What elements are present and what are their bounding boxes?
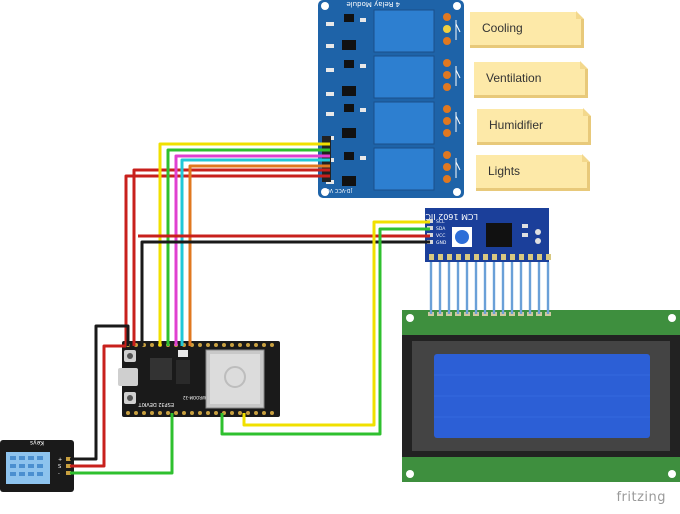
relay-vcc-label: JD-VCC VCC: [322, 187, 353, 193]
lcm-jumper: [535, 238, 541, 244]
esp32-bottom-pins: [126, 411, 274, 415]
relay-module: 4 Relay Module JD-VCC VCC: [318, 0, 464, 198]
esp32-logo-mark: [224, 366, 246, 388]
lcd-mount-hole: [406, 314, 414, 322]
esp32-boot-button-cap: [127, 395, 133, 401]
note-label: Lights: [488, 164, 521, 178]
lcd-char-grid: [434, 374, 650, 418]
sensor-title: Keys: [30, 439, 44, 446]
lcd-mount-hole: [668, 314, 676, 322]
relay-mount-hole: [321, 188, 329, 196]
relay-4: [373, 147, 435, 191]
lcd-mount-hole: [668, 470, 676, 478]
lcd-display: [402, 310, 680, 482]
note-humidifier: Humidifier: [477, 108, 591, 145]
relay-module-title: 4 Relay Module: [346, 0, 400, 8]
lcm-pin-label: GND: [436, 240, 447, 246]
esp32-button-cap: [127, 353, 133, 359]
sensor-pin-label: S: [58, 464, 61, 470]
note-fold: [582, 154, 590, 162]
sensor-pins: [66, 457, 71, 475]
note-fold: [580, 61, 588, 69]
wire-sensor-gnd: [70, 324, 130, 461]
esp32-board: ESP32 DEVKIT WROOM-32: [118, 341, 280, 417]
relay-mount-hole: [453, 188, 461, 196]
lcm-pin-label: SCL: [436, 219, 445, 225]
note-ventilation: Ventilation: [474, 61, 588, 98]
esp32-usb-chip: [150, 358, 172, 380]
lcm-chip: [486, 223, 512, 247]
lcm-smd: [522, 233, 528, 237]
lcm-pin-label: SDA: [436, 226, 446, 232]
lcd-header-pins: [429, 262, 550, 314]
relay-mount-hole: [321, 2, 329, 10]
wire-lcm-scl: [242, 220, 430, 427]
note-cooling: Cooling: [470, 11, 584, 48]
wire-sensor-vcc: [70, 344, 126, 468]
note-lights: Lights: [476, 154, 590, 191]
note-fold: [583, 108, 591, 116]
relay-terminals: [443, 13, 451, 183]
esp32-rf-shield: [210, 354, 260, 404]
wire-lcm-gnd: [140, 240, 430, 346]
lcm-smd: [522, 224, 528, 228]
esp32-regulator: [176, 360, 190, 384]
note-label: Humidifier: [489, 118, 544, 132]
wire-relay-in4: [180, 158, 330, 346]
sensor-module: Keys + S -: [0, 439, 74, 492]
sensor-pin-label: -: [58, 471, 60, 477]
wire-lcm-sda: [220, 227, 430, 436]
wire-relay-in2: [166, 148, 330, 346]
wire-sensor-data: [70, 413, 174, 475]
relay-1: [373, 9, 435, 53]
wires: [70, 142, 430, 475]
lcd-mount-hole: [406, 470, 414, 478]
wire-relay-in1: [158, 142, 330, 346]
relay-2: [373, 55, 435, 99]
sensor-grille-holes: [10, 456, 43, 476]
note-label: Ventilation: [486, 71, 542, 85]
esp32-chip-label: WROOM-32: [183, 395, 206, 400]
wire-relay-vcc: [124, 174, 330, 346]
esp32-label: ESP32 DEVKIT: [138, 401, 174, 407]
fritzing-watermark: fritzing: [616, 490, 666, 505]
relay-optocouplers: [342, 14, 356, 186]
wire-relay-vcc-2: [132, 168, 330, 346]
relay-3: [373, 101, 435, 145]
lcm-i2c-module: LCM 1602 IIC SCL SDA VCC GND: [425, 208, 551, 262]
note-label: Cooling: [482, 21, 523, 35]
relay-mount-hole: [453, 2, 461, 10]
esp32-usb-port: [118, 368, 138, 386]
lcm-jumper: [535, 229, 541, 235]
lcm-title: LCM 1602 IIC: [425, 212, 478, 221]
wire-relay-in5: [188, 164, 330, 346]
wire-relay-in3: [174, 154, 330, 346]
note-fold: [576, 11, 584, 19]
relay-switch-symbols: [455, 20, 461, 178]
lcm-pot-knob: [455, 230, 469, 244]
esp32-smd: [178, 350, 188, 357]
sensor-pin-label: +: [58, 457, 62, 463]
lcm-bottom-pads: [429, 254, 551, 260]
lcm-pin-label: VCC: [436, 233, 445, 239]
